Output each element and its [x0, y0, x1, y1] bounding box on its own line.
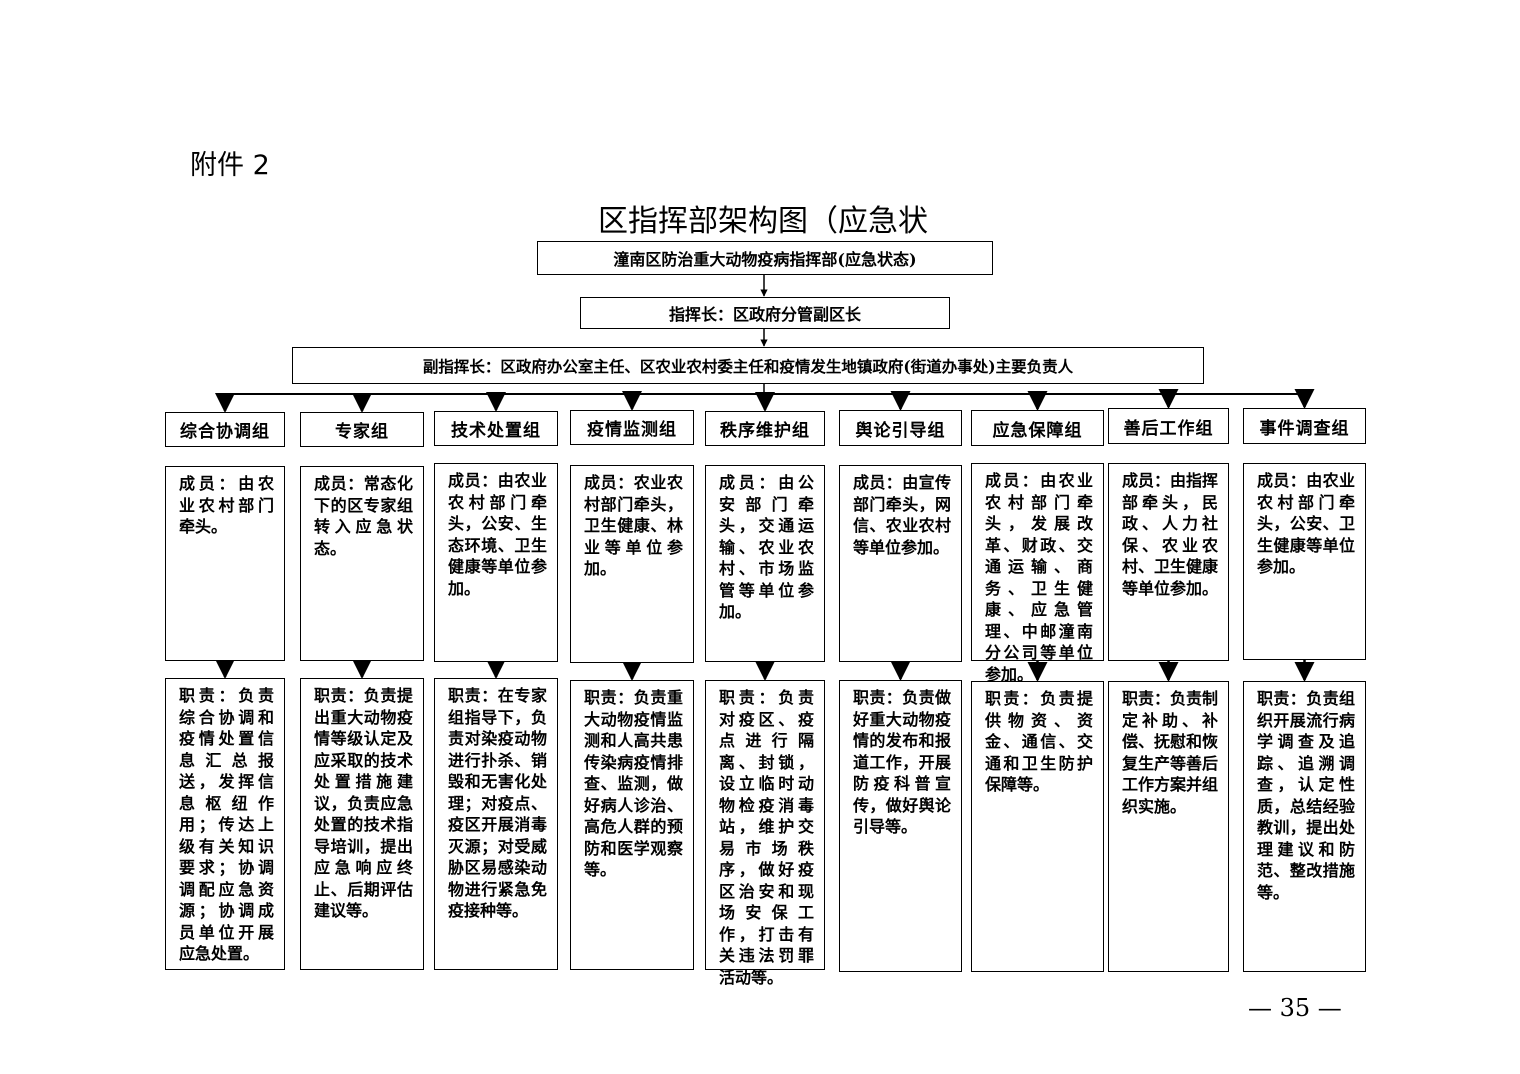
group-members-box: 成员：由公安部门牵头，交通运输、农业农村、市场监管等单位参加。 [705, 465, 825, 662]
group-duties-box: 职责：负责制定补助、补偿、抚慰和恢复生产等善后工作方案并组织实施。 [1108, 681, 1229, 972]
group-name-box: 善后工作组 [1108, 408, 1229, 444]
group-members-box: 成员：由宣传部门牵头，网信、农业农村等单位参加。 [839, 465, 962, 662]
top-command-box: 潼南区防治重大动物疫病指挥部(应急状态) [537, 241, 993, 275]
page-title: 区指挥部架构图（应急状 [598, 204, 928, 239]
group-duties-box: 职责：负责提供物资、资金、通信、交通和卫生防护保障等。 [971, 681, 1104, 972]
attachment-label: 附件 2 [190, 150, 270, 181]
page-number: — 35 — [1248, 994, 1342, 1022]
commander-box: 指挥长：区政府分管副区长 [580, 297, 950, 329]
group-members-box: 成员：常态化下的区专家组转入应急状态。 [300, 466, 424, 661]
group-name-box: 舆论引导组 [839, 410, 962, 446]
group-duties-box: 职责：负责做好重大动物疫情的发布和报道工作，开展防疫科普宣传，做好舆论引导等。 [839, 680, 962, 972]
group-duties-box: 职责：负责组织开展流行病学调查及追踪、追溯调查，认定性质，总结经验教训，提出处理… [1243, 681, 1366, 972]
group-name-box: 疫情监测组 [570, 410, 694, 445]
group-members-box: 成员：由农业农村部门牵头，发展改革、财政、交通运输、商务、卫生健康、应急管理、中… [971, 463, 1104, 684]
group-members-box: 成员：由农业农村部门牵头，公安、生态环境、卫生健康等单位参加。 [434, 463, 558, 662]
group-duties-box: 职责：负责重大动物疫情监测和人高共患传染病疫情排查、监测，做好病人诊治、高危人群… [570, 680, 694, 970]
group-members-box: 成员：由指挥部牵头，民政、人力社保、农业农村、卫生健康等单位参加。 [1108, 463, 1229, 661]
group-name-box: 秩序维护组 [705, 411, 825, 446]
group-name-box: 技术处置组 [434, 411, 558, 446]
group-name-box: 专家组 [300, 412, 424, 447]
group-duties-box: 职责：负责对疫区、疫点进行隔离、封锁，设立临时动物检疫消毒站，维护交易市场秩序，… [705, 680, 825, 987]
group-members-box: 成员：由农业农村部门牵头。 [165, 466, 285, 661]
group-members-box: 成员：农业农村部门牵头，卫生健康、林业等单位参加。 [570, 465, 694, 663]
deputy-commander-box: 副指挥长：区政府办公室主任、区农业农村委主任和疫情发生地镇政府(街道办事处)主要… [292, 347, 1204, 384]
group-members-box: 成员：由农业农村部门牵头，公安、卫生健康等单位参加。 [1243, 463, 1366, 660]
group-name-box: 事件调查组 [1243, 408, 1366, 444]
group-duties-box: 职责：负责综合协调和疫情处置信息汇总报送，发挥信息枢纽作用；传达上级有关知识要求… [165, 678, 285, 970]
group-duties-box: 职责：负责提出重大动物疫情等级认定及应采取的技术处置措施建议，负责应急处置的技术… [300, 678, 424, 970]
group-duties-box: 职责：在专家组指导下，负责对染疫动物进行扑杀、销毁和无害化处理；对疫点、疫区开展… [434, 678, 558, 970]
group-name-box: 综合协调组 [165, 412, 285, 447]
group-name-box: 应急保障组 [971, 410, 1104, 446]
